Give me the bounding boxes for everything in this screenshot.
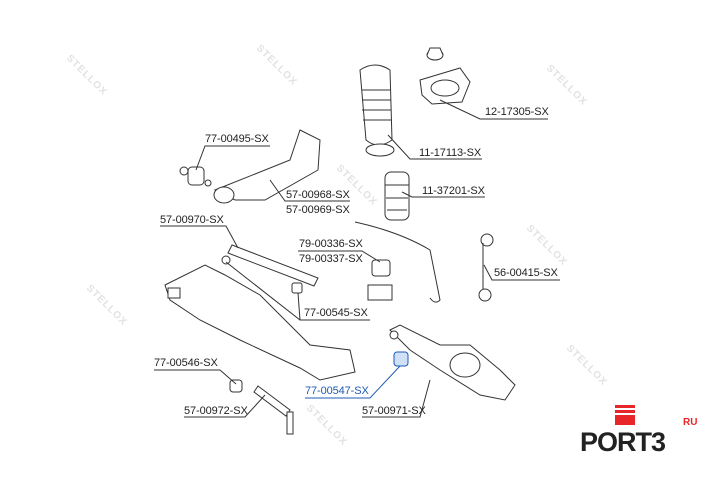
bump-stop-part <box>384 171 410 221</box>
lateral-link-part <box>221 244 319 294</box>
part-label-77-00547[interactable]: 77-00547-SX <box>305 385 369 397</box>
bushing-part <box>179 166 212 187</box>
stabilizer-bar-part <box>354 221 441 303</box>
piston-icon <box>615 405 635 425</box>
part-label-57-00969[interactable]: 57-00969-SX <box>286 204 350 216</box>
part-label-77-00495[interactable]: 77-00495-SX <box>205 133 269 145</box>
port3-logo: PORT3 RU <box>580 405 700 460</box>
lower-control-arm-part <box>389 324 516 401</box>
part-label-11-37201[interactable]: 11-37201-SX <box>422 185 485 197</box>
highlighted-bushing-part <box>393 351 409 367</box>
part-label-57-00972[interactable]: 57-00972-SX <box>184 405 248 417</box>
dust-boot-part <box>359 64 395 157</box>
part-label-57-00968[interactable]: 57-00968-SX <box>286 189 350 201</box>
part-label-79-00336[interactable]: 79-00336-SX <box>299 238 363 250</box>
part-label-79-00337[interactable]: 79-00337-SX <box>299 253 363 265</box>
part-label-11-17113[interactable]: 11-17113-SX <box>419 147 482 159</box>
subframe-part <box>164 264 356 381</box>
strut-mount-part <box>419 47 471 105</box>
part-label-77-00546[interactable]: 77-00546-SX <box>154 357 218 369</box>
part-label-12-17305[interactable]: 12-17305-SX <box>485 106 549 118</box>
small-bushing-part <box>229 379 243 393</box>
part-label-57-00970[interactable]: 57-00970-SX <box>160 214 224 226</box>
stabilizer-link-part <box>478 233 494 302</box>
trailing-arm-part <box>213 129 321 204</box>
leader-lines <box>154 99 560 418</box>
logo-ru: RU <box>683 417 698 428</box>
part-label-77-00545[interactable]: 77-00545-SX <box>304 307 368 319</box>
stabilizer-bushing-part <box>367 259 393 301</box>
logo-text: PORT3 <box>580 427 666 457</box>
toe-link-part <box>253 385 294 435</box>
part-label-56-00415[interactable]: 56-00415-SX <box>494 267 558 279</box>
part-label-57-00971[interactable]: 57-00971-SX <box>362 405 426 417</box>
